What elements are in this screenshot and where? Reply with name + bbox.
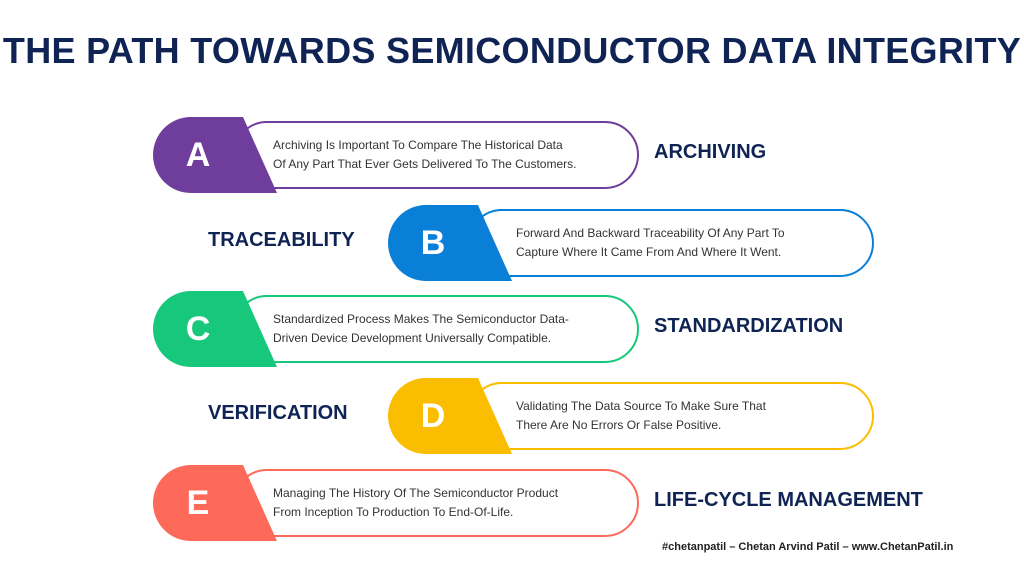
description-line: There Are No Errors Or False Positive.	[516, 418, 722, 432]
step-badge	[388, 378, 512, 454]
step-badge	[153, 465, 277, 541]
step-badge	[153, 291, 277, 367]
step-letter: B	[420, 224, 446, 262]
description-line: Forward And Backward Traceability Of Any…	[516, 226, 785, 240]
footer-credit: #chetanpatil – Chetan Arvind Patil – www…	[662, 541, 954, 553]
step-description: Managing The History Of The Semiconducto…	[273, 469, 558, 537]
step-letter: E	[186, 484, 210, 522]
step-letter: C	[185, 310, 211, 348]
page-title: THE PATH TOWARDS SEMICONDUCTOR DATA INTE…	[2, 30, 1022, 71]
step-c: C Standardized Process Makes The Semicon…	[153, 291, 639, 367]
description-line: Archiving Is Important To Compare The Hi…	[273, 138, 563, 152]
step-card	[233, 121, 639, 189]
step-description: Forward And Backward Traceability Of Any…	[516, 209, 785, 277]
step-label: TRACEABILITY	[208, 229, 355, 251]
step-letter: D	[420, 397, 446, 435]
step-b: B Forward And Backward Traceability Of A…	[388, 205, 874, 281]
description-line: Standardized Process Makes The Semicondu…	[273, 312, 569, 326]
step-label: ARCHIVING	[654, 141, 767, 163]
description-line: Driven Device Development Universally Co…	[273, 331, 552, 345]
description-line: Validating The Data Source To Make Sure …	[516, 399, 766, 413]
description-line: Managing The History Of The Semiconducto…	[273, 486, 559, 500]
step-label: STANDARDIZATION	[654, 315, 844, 337]
step-description: Validating The Data Source To Make Sure …	[516, 382, 766, 450]
step-badge	[153, 117, 277, 193]
description-line: From Inception To Production To End-Of-L…	[273, 505, 514, 519]
step-label: VERIFICATION	[208, 402, 348, 424]
step-card	[233, 469, 639, 537]
step-description: Standardized Process Makes The Semicondu…	[273, 295, 569, 363]
step-card	[233, 295, 639, 363]
step-letter: A	[185, 136, 211, 174]
step-label: LIFE-CYCLE MANAGEMENT	[654, 489, 923, 511]
step-a: A Archiving Is Important To Compare The …	[153, 117, 639, 193]
description-line: Capture Where It Came From And Where It …	[516, 245, 782, 259]
step-description: Archiving Is Important To Compare The Hi…	[273, 121, 576, 189]
step-badge	[388, 205, 512, 281]
step-card	[468, 382, 874, 450]
step-e: E Managing The History Of The Semiconduc…	[153, 465, 639, 541]
description-line: Of Any Part That Ever Gets Delivered To …	[273, 157, 577, 171]
step-d: D Validating The Data Source To Make Sur…	[388, 378, 874, 454]
